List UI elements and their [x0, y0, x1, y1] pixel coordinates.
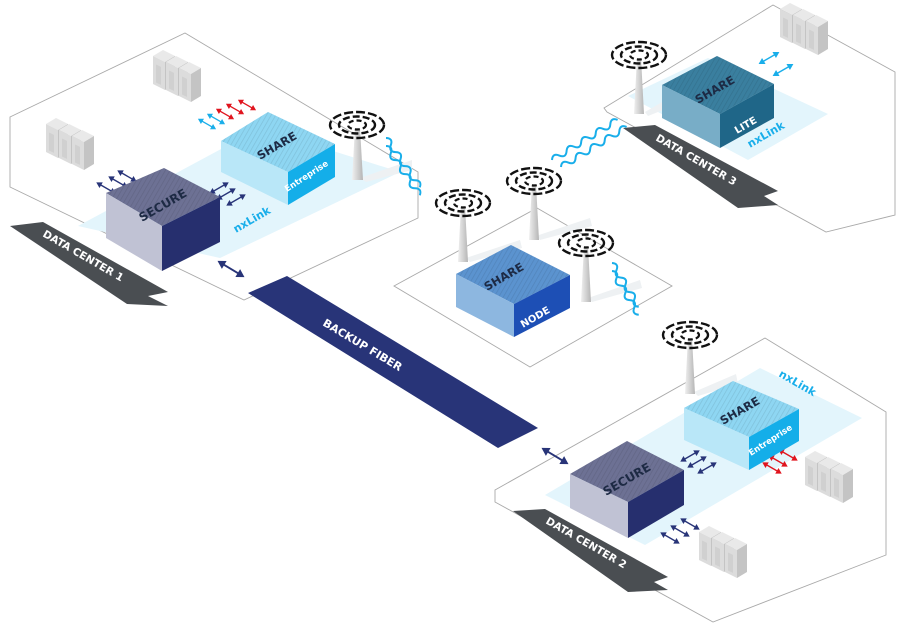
secure-box-dc1[interactable]: SECURE — [106, 168, 220, 271]
wireless-wave-icon — [385, 137, 422, 196]
share-lite-box-dc3[interactable]: SHARE LITE — [662, 56, 774, 148]
radio-antenna-icon — [557, 228, 642, 302]
radio-antenna-icon — [505, 166, 592, 240]
wireless-wave-icon — [551, 118, 627, 168]
radio-antenna-icon — [434, 188, 522, 262]
wireless-wave-icon — [611, 262, 639, 316]
share-node-box[interactable]: SHARE NODE — [456, 245, 570, 337]
radio-antenna-icon — [328, 110, 412, 182]
share-entreprise-box-dc1[interactable]: SHARE Entreprise — [221, 112, 335, 205]
radio-antenna-icon — [661, 320, 738, 396]
secure-box-dc2[interactable]: SECURE — [570, 441, 684, 538]
